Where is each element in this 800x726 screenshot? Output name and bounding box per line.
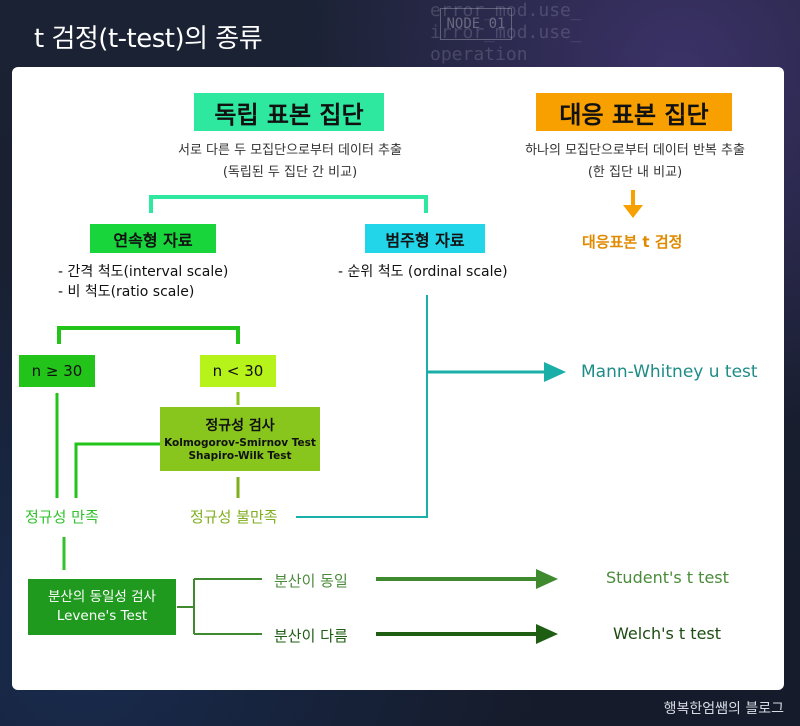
page-title: t 검정(t-test)의 종류 (34, 24, 263, 54)
normality-satisfied-label: 정규성 만족 (25, 508, 99, 526)
normality-test-box: 정규성 검사 Kolmogorov-Smirnov Test Shapiro-W… (160, 407, 320, 471)
arrow-unequal-variance-head (536, 624, 558, 644)
categorical-data-tag: 범주형 자료 (365, 224, 485, 253)
mann-whitney-label: Mann-Whitney u test (581, 362, 758, 382)
arrow-mann-whitney-head (544, 362, 566, 382)
bracket-variance (177, 578, 262, 635)
line-categorical (296, 295, 428, 518)
background-code: error_mod.use_ irror_mod.use_ operation (430, 0, 582, 65)
unequal-variance-label: 분산이 다름 (274, 627, 348, 645)
independent-desc-2: (독립된 두 집단 간 비교) (222, 165, 358, 180)
independent-sample-header: 독립 표본 집단 (194, 93, 384, 131)
sample-size-small: n < 30 (200, 355, 276, 387)
variance-test-box: 분산의 동일성 검사 Levene's Test (28, 579, 176, 635)
independent-desc-1: 서로 다른 두 모집단으로부터 데이터 추출 (178, 143, 402, 158)
categorical-item-ordinal: - 순위 척도 (ordinal scale) (338, 264, 508, 280)
continuous-item-interval: - 간격 척도(interval scale) (58, 264, 229, 280)
arrow-equal-variance-head (536, 569, 558, 589)
welch-t-test-label: Welch's t test (613, 624, 722, 643)
bracket-independent (149, 195, 428, 213)
variance-test-levene: Levene's Test (56, 608, 148, 624)
continuous-data-tag: 연속형 자료 (90, 224, 216, 253)
paired-desc-1: 하나의 모집단으로부터 데이터 반복 추출 (525, 143, 745, 158)
sample-size-large: n ≥ 30 (19, 355, 95, 387)
line-normality-ok (74, 442, 160, 498)
student-t-test-label: Student's t test (606, 568, 729, 587)
paired-sample-header: 대응 표본 집단 (536, 93, 732, 131)
normality-test-sw: Shapiro-Wilk Test (188, 450, 292, 462)
continuous-item-ratio: - 비 척도(ratio scale) (58, 284, 195, 300)
paired-desc-2: (한 집단 내 비교) (587, 165, 683, 180)
normality-test-ks: Kolmogorov-Smirnov Test (164, 437, 316, 449)
paired-t-test-label: 대응표본 t 검정 (582, 233, 683, 251)
paired-arrow-head (623, 205, 643, 218)
blog-watermark: 행복한엄쌤의 블로그 (663, 701, 784, 717)
bracket-sample-size (57, 326, 240, 344)
variance-test-title: 분산의 동일성 검사 (48, 589, 156, 605)
normality-test-title: 정규성 검사 (205, 418, 275, 434)
normality-unsatisfied-label: 정규성 불만족 (190, 508, 278, 526)
background-node-label: NODE 01 (440, 8, 512, 40)
equal-variance-label: 분산이 동일 (274, 572, 348, 590)
